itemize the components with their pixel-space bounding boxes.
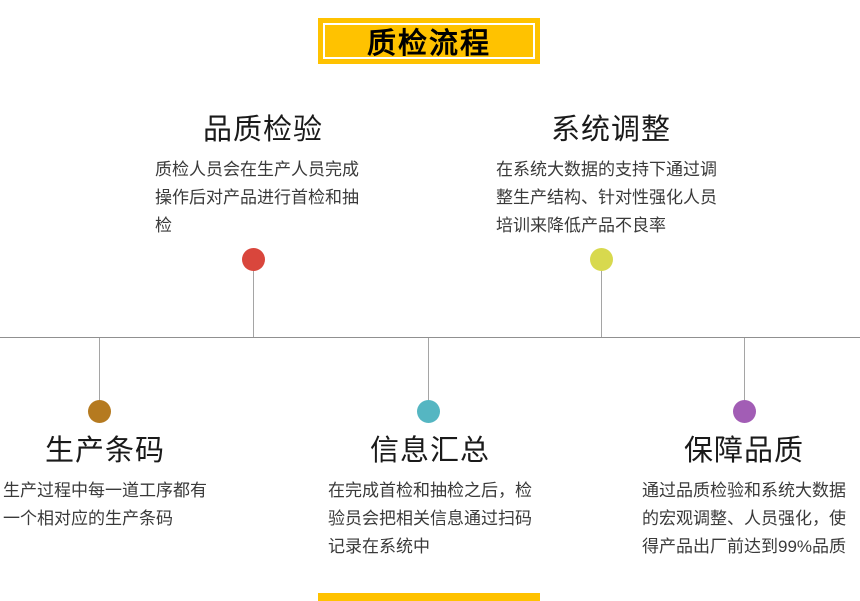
node-description: 在系统大数据的支持下通过调整生产结构、针对性强化人员培训来降低产品不良率 bbox=[496, 160, 717, 235]
node-title-system-adjustment: 系统调整 bbox=[550, 114, 671, 146]
node-description: 生产过程中每一道工序都有一个相对应的生产条码 bbox=[3, 481, 207, 528]
node-description: 通过品质检验和系统大数据的宏观调整、人员强化，使得产品出厂前达到99%品质 bbox=[642, 481, 847, 556]
connector-line bbox=[744, 338, 745, 412]
next-section-partial-title-box bbox=[318, 593, 540, 601]
connector-line bbox=[253, 259, 254, 337]
timeline-dot bbox=[590, 248, 613, 271]
connector-line bbox=[99, 338, 100, 412]
timeline-dot bbox=[733, 400, 756, 423]
node-description: 在完成首检和抽检之后，检验员会把相关信息通过扫码记录在系统中 bbox=[328, 481, 532, 556]
page-title: 质检流程 bbox=[366, 28, 491, 60]
page-title-box: 质检流程 bbox=[318, 18, 540, 64]
timeline-axis bbox=[0, 337, 860, 338]
node-title-production-barcode: 生产条码 bbox=[44, 435, 165, 467]
node-title-quality-inspection: 品质检验 bbox=[202, 114, 323, 146]
timeline-dot bbox=[88, 400, 111, 423]
timeline-dot bbox=[242, 248, 265, 271]
node-title-quality-assurance: 保障品质 bbox=[683, 435, 804, 467]
node-description: 质检人员会在生产人员完成操作后对产品进行首检和抽检 bbox=[155, 160, 359, 235]
connector-line bbox=[601, 259, 602, 337]
timeline-dot bbox=[417, 400, 440, 423]
connector-line bbox=[428, 338, 429, 412]
node-title-information-summary: 信息汇总 bbox=[369, 435, 490, 467]
